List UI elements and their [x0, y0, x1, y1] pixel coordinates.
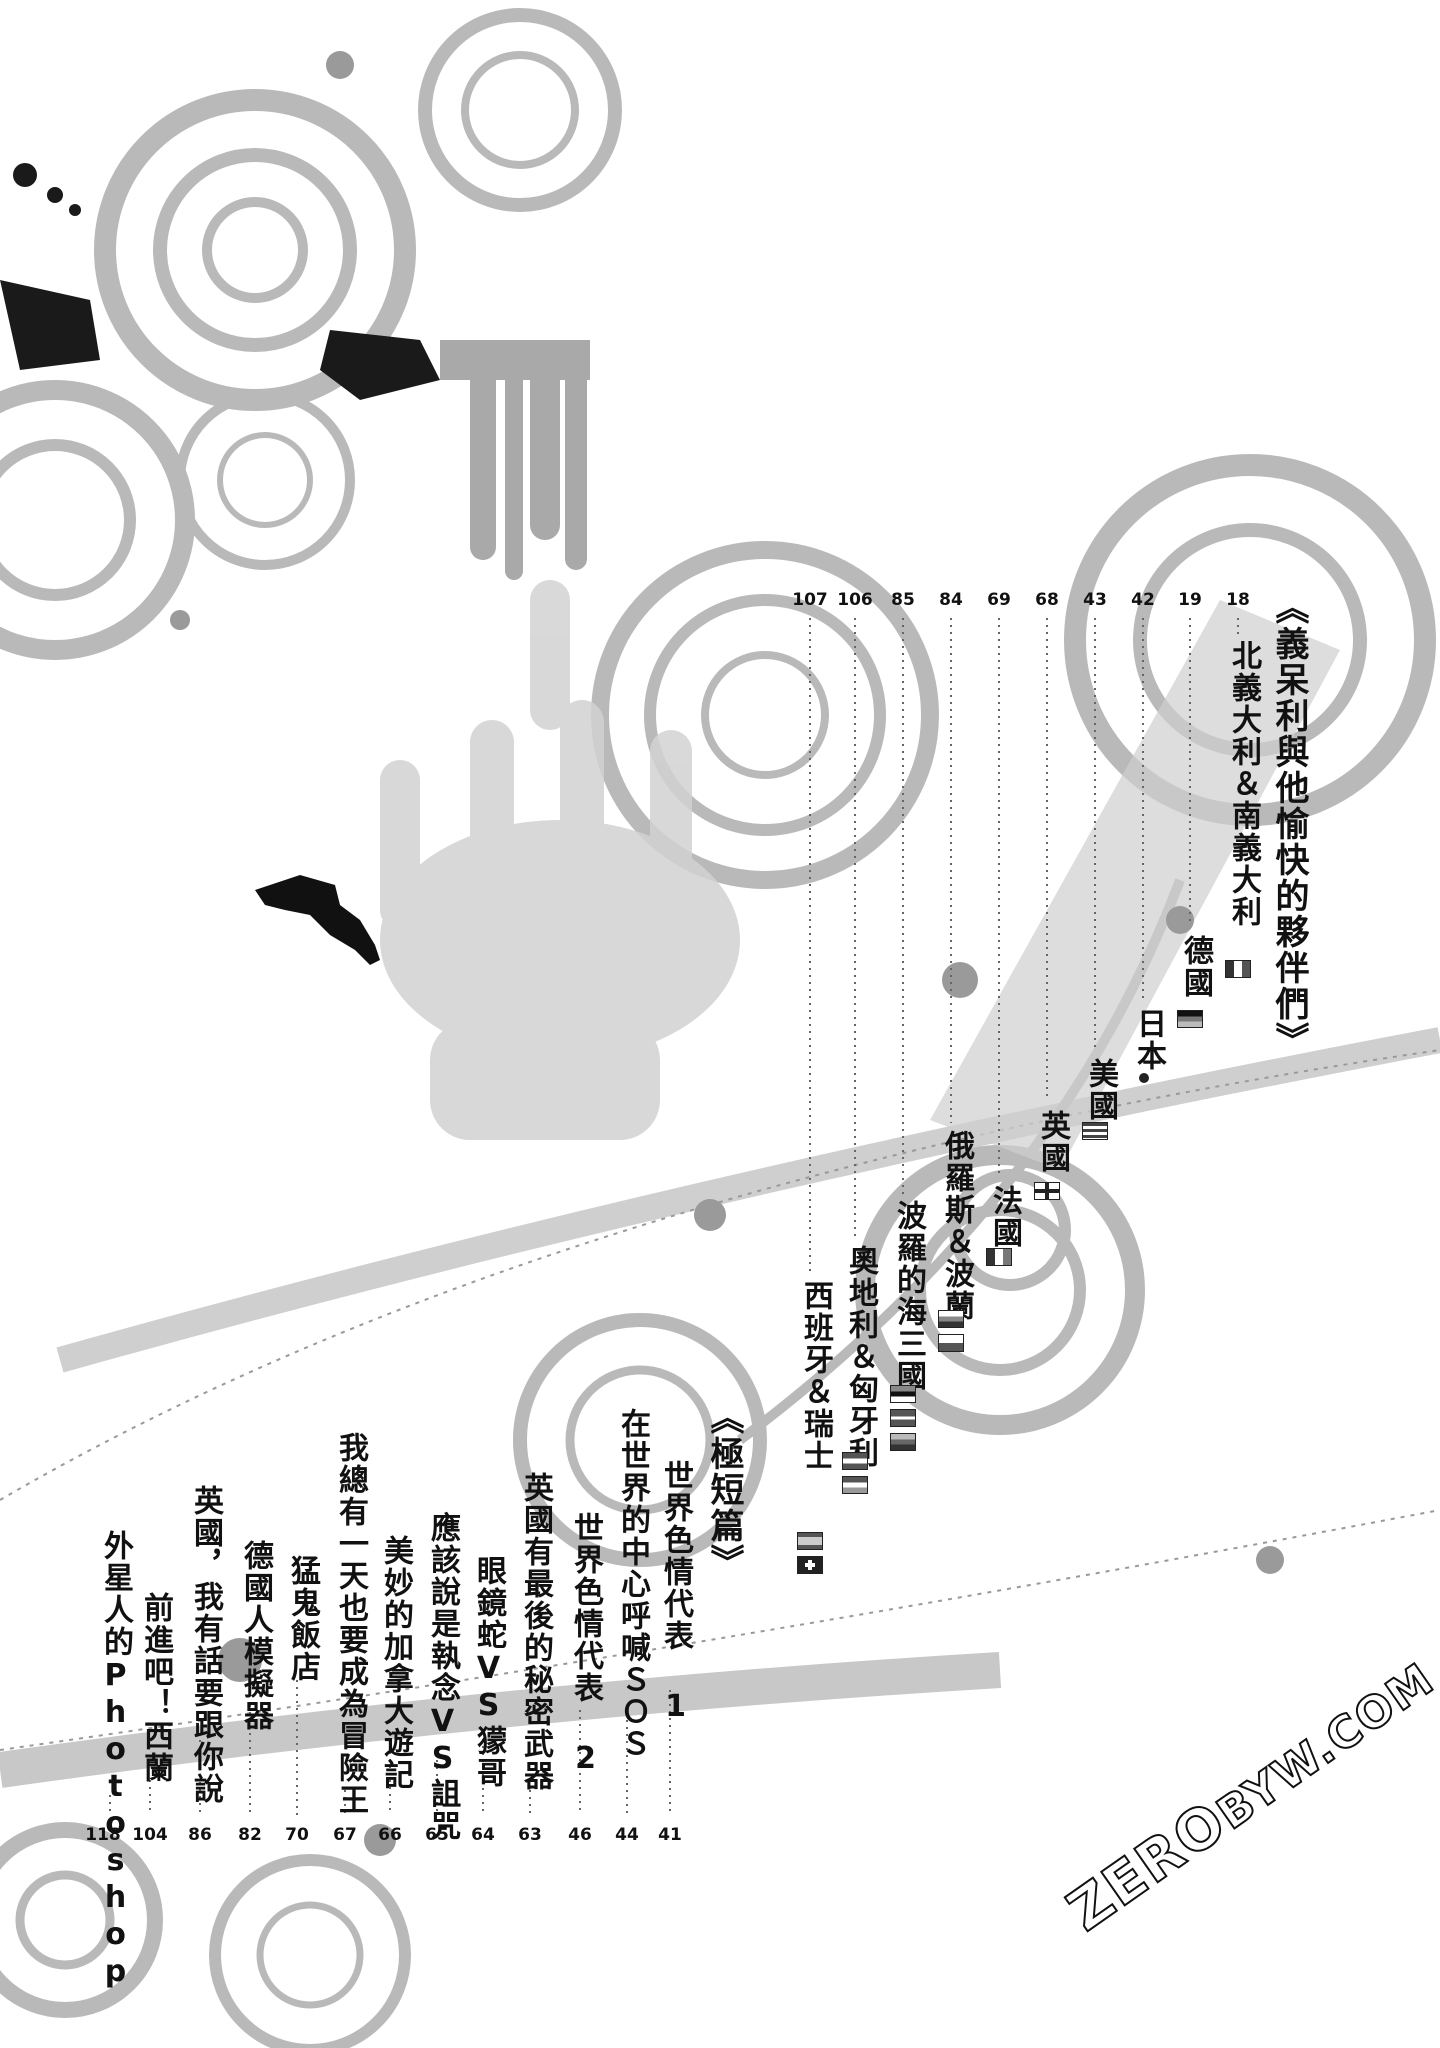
flag-germany-icon [1177, 1010, 1203, 1028]
toc-entry-short[interactable]: 前進吧！西蘭 [138, 1592, 173, 1784]
toc-entry-spain-switzerland[interactable]: 西班牙＆瑞士 [798, 1280, 833, 1472]
page-number: 41 [658, 1825, 682, 1845]
toc-entry-short[interactable]: 美妙的加拿大遊記 [378, 1535, 413, 1791]
toc-entry-short[interactable]: 猛鬼飯店 [285, 1555, 320, 1683]
section-heading-short-stories: 《極短篇》 [704, 1400, 744, 1580]
page-number: 69 [987, 590, 1011, 610]
flag-lithuania-icon [890, 1433, 916, 1451]
floral-ornaments [170, 51, 1284, 1856]
page-number: 44 [615, 1825, 639, 1845]
toc-entry-japan[interactable]: 日本 [1131, 1008, 1166, 1072]
circle-ornament [209, 1854, 411, 2048]
page-number: 67 [333, 1825, 357, 1845]
section-heading-main: 《義呆利與他愉快的夥伴們》 [1269, 590, 1309, 1058]
page-number: 107 [792, 590, 828, 610]
diagonal-band [930, 600, 1340, 1170]
toc-entry-short[interactable]: 應該說是執念VS詛咒 [425, 1512, 460, 1842]
circle-ornament [175, 390, 355, 570]
toc-entry-short[interactable]: 世界色情代表 2 [568, 1512, 603, 1778]
handprint-silhouette [380, 580, 740, 1140]
flag-spain-icon [797, 1532, 823, 1550]
page-number: 84 [939, 590, 963, 610]
toc-entry-austria-hungary[interactable]: 奧地利＆匈牙利 [843, 1245, 878, 1469]
page-number: 46 [568, 1825, 592, 1845]
page-number: 82 [238, 1825, 262, 1845]
toc-entry-germany[interactable]: 德國 [1178, 935, 1213, 999]
page-number: 104 [132, 1825, 168, 1845]
circle-ornament [0, 1822, 163, 2018]
toc-entry-america[interactable]: 美國 [1083, 1058, 1118, 1122]
toc-entry-short[interactable]: 我總有一天也要成為冒險王 [333, 1432, 368, 1816]
toc-entry-short[interactable]: 英國有最後的秘密武器 [518, 1472, 553, 1792]
circle-ornament [418, 8, 622, 212]
toc-entry-england[interactable]: 英國 [1035, 1110, 1070, 1174]
flag-usa-icon [1082, 1122, 1108, 1140]
page-number: 63 [518, 1825, 542, 1845]
leader-dots-section-a [809, 618, 1239, 1275]
page-number: 68 [1035, 590, 1059, 610]
toc-entry-short[interactable]: 德國人模擬器 [238, 1540, 273, 1732]
flag-poland-icon [938, 1334, 964, 1352]
toc-entry-baltic-states[interactable]: 波羅的海三國 [891, 1200, 926, 1392]
circle-ornament [855, 1145, 1145, 1435]
toc-entry-north-south-italy[interactable]: 北義大利＆南義大利 [1226, 640, 1261, 928]
leader-dots-section-b [109, 1680, 671, 1815]
page-number: 85 [891, 590, 915, 610]
flag-uk-icon [1034, 1182, 1060, 1200]
page-number: 42 [1131, 590, 1155, 610]
toc-entry-short[interactable]: 在世界的中心呼喊ＳＯＳ [615, 1408, 650, 1760]
flag-estonia-icon [890, 1385, 916, 1403]
page-number: 65 [425, 1825, 449, 1845]
ink-splashes [0, 163, 440, 400]
circle-ornament [513, 1313, 767, 1567]
italy-map-icon [255, 875, 380, 965]
page-number: 70 [285, 1825, 309, 1845]
page-number: 66 [378, 1825, 402, 1845]
page-number: 43 [1083, 590, 1107, 610]
paint-drips [440, 340, 590, 580]
toc-entry-short[interactable]: 世界色情代表 1 [658, 1460, 693, 1726]
flag-russia-icon [938, 1310, 964, 1328]
flag-france-icon [986, 1248, 1012, 1266]
page-number: 64 [471, 1825, 495, 1845]
flag-hungary-icon [842, 1476, 868, 1494]
toc-entry-russia-poland[interactable]: 俄羅斯＆波蘭 [939, 1130, 974, 1322]
flag-switzerland-icon [797, 1556, 823, 1574]
circle-ornament [0, 380, 195, 660]
page-number: 86 [188, 1825, 212, 1845]
page-number: 106 [837, 590, 873, 610]
flag-italy-icon [1225, 960, 1251, 978]
toc-entry-short[interactable]: 外星人的Photoshop [98, 1530, 133, 1991]
toc-entry-short[interactable]: 眼鏡蛇VS獴哥 [471, 1555, 506, 1789]
page-number: 118 [85, 1825, 121, 1845]
flag-austria-icon [842, 1452, 868, 1470]
flag-latvia-icon [890, 1409, 916, 1427]
flag-japan-icon [1139, 1073, 1149, 1083]
toc-entry-short[interactable]: 英國，我有話要跟你說 [188, 1485, 223, 1805]
toc-entry-france[interactable]: 法國 [987, 1185, 1022, 1249]
page-number: 19 [1178, 590, 1202, 610]
page-number: 18 [1226, 590, 1250, 610]
